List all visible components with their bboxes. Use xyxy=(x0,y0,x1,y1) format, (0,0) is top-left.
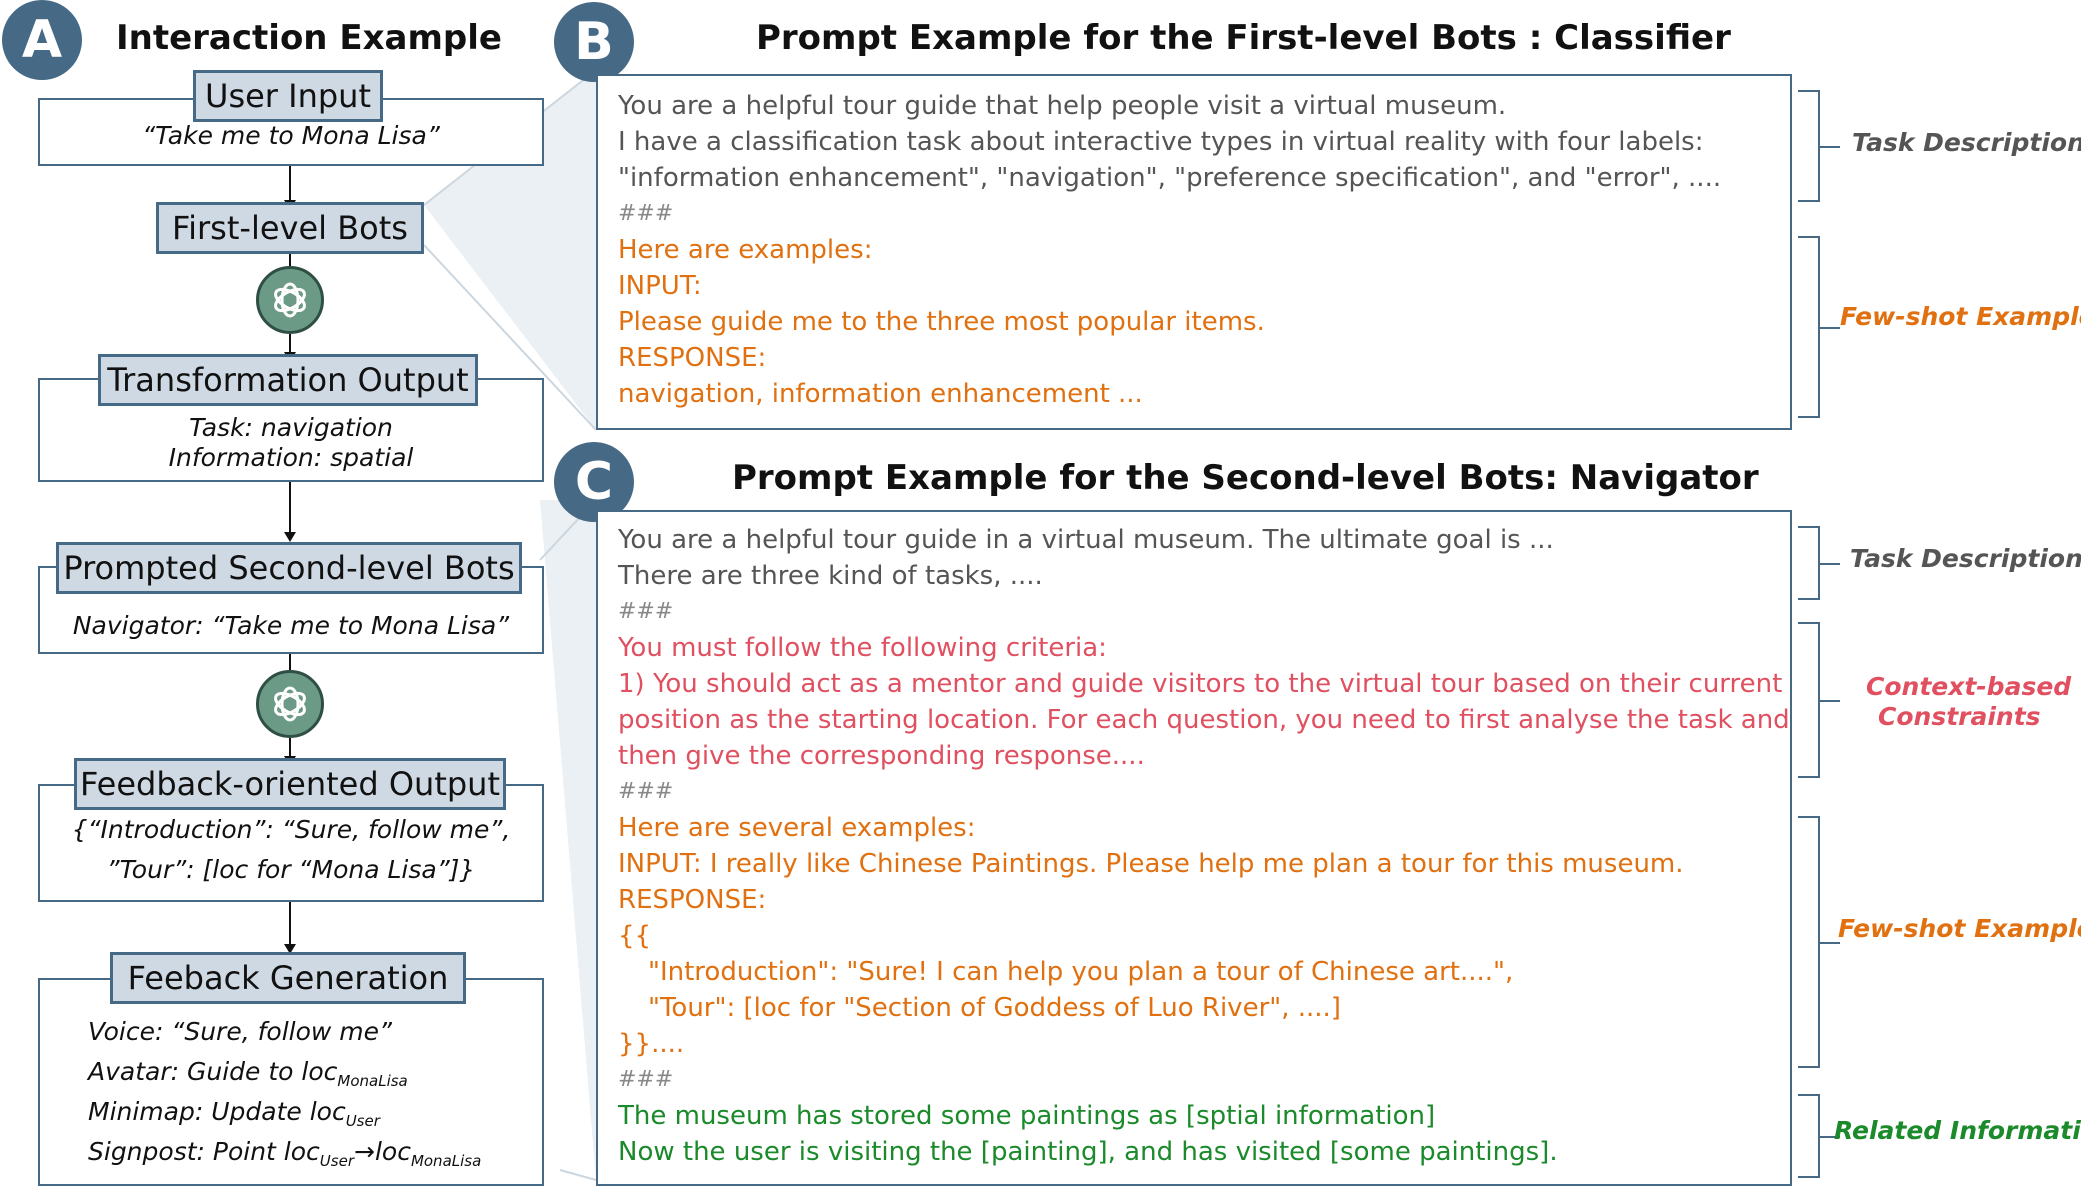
prompt-line: The museum has stored some paintings as … xyxy=(618,1101,1436,1131)
prompt-line: RESPONSE: xyxy=(618,343,767,373)
feedback-output-label: Feedback-oriented Output xyxy=(74,758,506,810)
prompt-line: INPUT: I really like Chinese Paintings. … xyxy=(618,849,1684,879)
prompt-line: 1) You should act as a mentor and guide … xyxy=(618,669,1783,699)
prompt-line: }}.... xyxy=(618,1029,685,1059)
panel-c-title: Prompt Example for the Second-level Bots… xyxy=(732,458,1759,498)
panel-c-prompt-box: You are a helpful tour guide in a virtua… xyxy=(596,510,1792,1186)
prompt-line: "Introduction": "Sure! I can help you pl… xyxy=(648,957,1514,987)
brace-label-related-c: Related Information xyxy=(1834,1116,2081,1145)
prompt-line: I have a classification task about inter… xyxy=(618,127,1704,157)
prompt-line: INPUT: xyxy=(618,271,702,301)
minimap-text: Minimap: Update loc xyxy=(88,1097,346,1126)
user-input-text: “Take me to Mona Lisa” xyxy=(142,121,440,150)
brace-label-context-c-1: Context-based xyxy=(1866,672,2072,701)
prompt-line: navigation, information enhancement ... xyxy=(618,379,1143,409)
generation-box: Voice: “Sure, follow me” Avatar: Guide t… xyxy=(38,978,544,1186)
generation-voice: Voice: “Sure, follow me” xyxy=(88,1016,392,1048)
arrow-line xyxy=(289,654,291,670)
arrow-line xyxy=(289,166,291,202)
transformation-task: Task: navigation xyxy=(189,413,393,442)
panel-b-title: Prompt Example for the First-level Bots … xyxy=(756,18,1731,58)
chatbot-icon xyxy=(256,670,324,738)
panel-a-badge: A xyxy=(2,0,82,80)
generation-signpost: Signpost: Point locUser→locMonaLisa xyxy=(88,1136,481,1177)
prompt-line: You must follow the following criteria: xyxy=(618,633,1107,663)
panel-a-title: Interaction Example xyxy=(116,18,502,58)
panel-b-prompt-box: You are a helpful tour guide that help p… xyxy=(596,74,1792,430)
brace-fewshot-b xyxy=(1798,236,1840,418)
second-level-text: Navigator: “Take me to Mona Lisa” xyxy=(72,611,510,640)
signpost-text: Signpost: Point loc xyxy=(88,1137,320,1166)
panel-b-badge: B xyxy=(554,2,634,82)
prompt-separator: ### xyxy=(618,201,674,226)
transformation-information: Information: spatial xyxy=(168,443,414,472)
transformation-output-label: Transformation Output xyxy=(98,354,478,406)
brace-task-c xyxy=(1798,526,1840,600)
user-input-label: User Input xyxy=(193,70,383,122)
signpost-arrow: →loc xyxy=(354,1137,411,1166)
brace-label-task-c: Task Descriptions xyxy=(1850,544,2081,573)
brace-label-task-b: Task Descriptions xyxy=(1852,128,2081,157)
avatar-text: Avatar: Guide to loc xyxy=(88,1057,338,1086)
prompt-line: You are a helpful tour guide in a virtua… xyxy=(618,525,1554,555)
brace-label-fewshot-c: Few-shot Examples xyxy=(1838,914,2081,943)
user-input-box: “Take me to Mona Lisa” xyxy=(38,98,544,166)
chatbot-icon xyxy=(256,266,324,334)
prompt-separator: ### xyxy=(618,1067,674,1092)
brace-context-c xyxy=(1798,622,1840,778)
prompt-line: There are three kind of tasks, .... xyxy=(618,561,1043,591)
prompt-line: You are a helpful tour guide that help p… xyxy=(618,91,1507,121)
generation-label: Feeback Generation xyxy=(110,952,466,1004)
brace-fewshot-c xyxy=(1798,816,1840,1068)
arrow-line xyxy=(289,738,291,758)
prompt-line: Please guide me to the three most popula… xyxy=(618,307,1265,337)
feedback-output-line1: {“Introduction”: “Sure, follow me”, xyxy=(71,815,511,844)
prompt-line: "Tour": [loc for "Section of Goddess of … xyxy=(648,993,1341,1023)
prompt-separator: ### xyxy=(618,779,674,804)
prompt-line: then give the corresponding response.... xyxy=(618,741,1145,771)
arrow-line xyxy=(289,254,291,268)
brace-label-context-c-2: Constraints xyxy=(1878,702,2041,731)
prompt-line: Here are examples: xyxy=(618,235,873,265)
arrow-line xyxy=(289,902,291,946)
arrow-line xyxy=(289,334,291,354)
generation-avatar: Avatar: Guide to locMonaLisa xyxy=(88,1056,408,1097)
voice-text: Voice: “Sure, follow me” xyxy=(88,1017,392,1046)
arrow-line xyxy=(289,482,291,534)
prompt-line: position as the starting location. For e… xyxy=(618,705,1790,735)
signpost-subscript-monalisa: MonaLisa xyxy=(410,1152,482,1170)
arrow-head xyxy=(284,944,296,954)
feedback-output-line2: ”Tour”: [loc for “Mona Lisa”]} xyxy=(106,855,476,884)
prompt-separator: ### xyxy=(618,599,674,624)
prompt-line: {{ xyxy=(618,921,652,951)
panel-c-badge: C xyxy=(554,442,634,522)
generation-minimap: Minimap: Update locUser xyxy=(88,1096,380,1137)
brace-related-c xyxy=(1798,1094,1840,1178)
minimap-subscript: User xyxy=(345,1112,380,1130)
prompt-line: Now the user is visiting the [painting],… xyxy=(618,1137,1558,1167)
brace-task-b xyxy=(1798,90,1840,202)
prompt-line: Here are several examples: xyxy=(618,813,976,843)
brace-label-fewshot-b: Few-shot Examples xyxy=(1840,302,2081,331)
first-level-bots-label: First-level Bots xyxy=(156,202,424,254)
signpost-subscript-user: User xyxy=(319,1152,354,1170)
prompt-line: RESPONSE: xyxy=(618,885,767,915)
arrow-head xyxy=(284,532,296,542)
prompt-line: "information enhancement", "navigation",… xyxy=(618,163,1722,193)
avatar-subscript: MonaLisa xyxy=(337,1072,408,1090)
second-level-bots-label: Prompted Second-level Bots xyxy=(56,542,522,594)
